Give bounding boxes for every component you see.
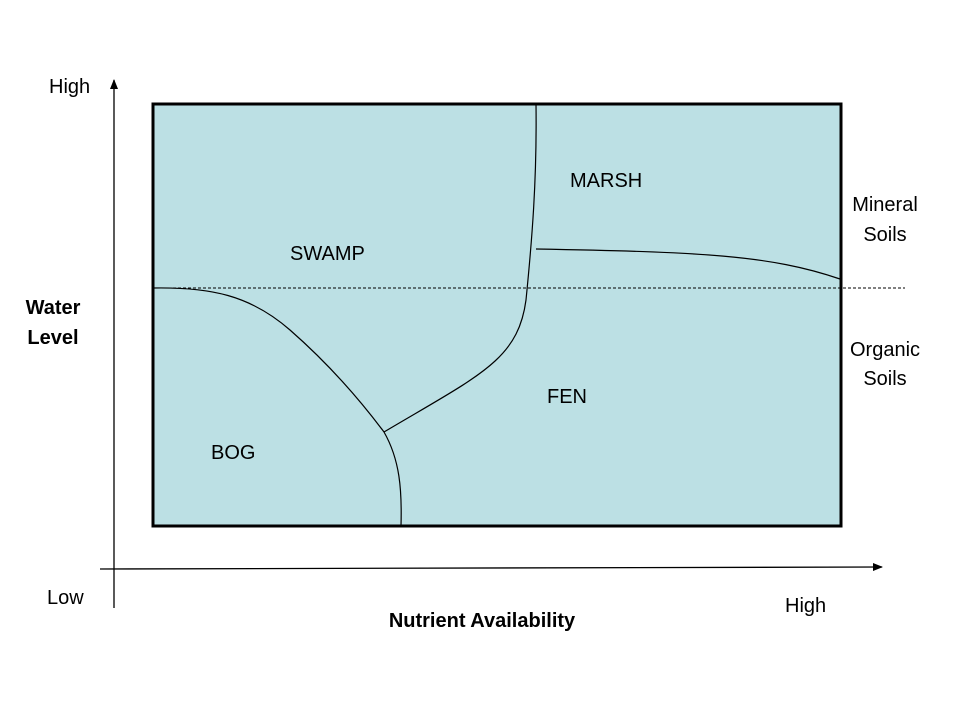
y-axis-low-label: Low: [47, 587, 84, 609]
x-axis-high-label: High: [785, 595, 826, 617]
x-axis-title: Nutrient Availability: [389, 610, 576, 632]
wetland-region-box: [151, 102, 843, 528]
swamp-bog-fen-boundary: [152, 287, 402, 527]
y-axis-title-line2: Level: [27, 327, 78, 349]
organic-soils-label-line1: Organic: [850, 339, 920, 361]
organic-soils-label-line2: Soils: [863, 368, 906, 390]
x-axis-line: [99, 563, 883, 572]
region-bog-label: BOG: [211, 442, 255, 464]
mineral-soils-label-line2: Soils: [863, 224, 906, 246]
region-marsh-label: MARSH: [570, 170, 642, 192]
region-swamp-label: SWAMP: [290, 243, 365, 265]
swamp-marsh-fen-boundary: [383, 103, 537, 433]
y-axis-title-line1: Water: [26, 297, 81, 319]
region-fen-label: FEN: [547, 386, 587, 408]
mineral-soils-label-line1: Mineral: [852, 194, 918, 216]
y-axis-high-label: High: [49, 76, 90, 98]
marsh-fen-boundary: [535, 248, 841, 280]
